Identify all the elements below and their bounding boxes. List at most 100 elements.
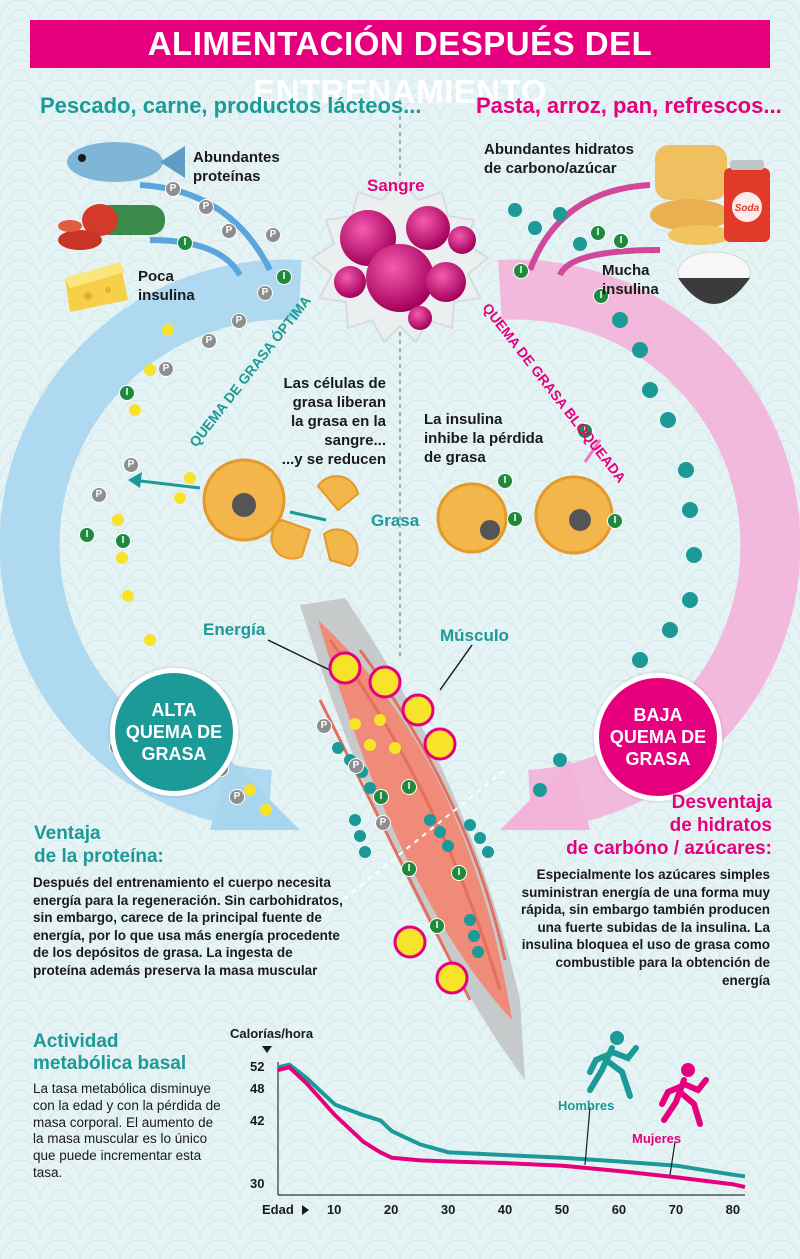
page-title: ALIMENTACIÓN DESPUÉS DEL ENTRENAMIENTO [30, 20, 770, 110]
fat-shrink-arrow [289, 510, 327, 522]
legend-mujeres: Mujeres [632, 1131, 682, 1146]
high-fat-burn-text: ALTA QUEMA DE GRASA [125, 700, 223, 764]
energy-bolts [328, 651, 469, 995]
protein-marker: P [201, 333, 217, 349]
legend-hombres: Hombres [558, 1098, 615, 1113]
carbs-disadvantage-heading: Desventaja de hidratos de carbóno / azúc… [566, 792, 772, 859]
protein-marker: P [165, 181, 181, 197]
fat-cell-left [202, 458, 286, 542]
rice-bowl-icon [677, 251, 751, 304]
x-tick-label: 50 [554, 1202, 570, 1217]
metabolic-heading: Actividad metabólica basal [33, 1031, 187, 1074]
chart-axes [262, 1046, 745, 1215]
carbs-disadvantage-text: Especialmente los azúcares simples sumin… [520, 867, 770, 988]
y-tick-label: 48 [250, 1080, 265, 1096]
insulin-marker: I [593, 288, 609, 304]
insulin-marker: I [429, 918, 445, 934]
protein-marker: P [348, 758, 364, 774]
yellow-dots [112, 324, 401, 816]
chart-plot [277, 1062, 746, 1189]
insulin-marker: I [276, 269, 292, 285]
insulin-marker: I [115, 533, 131, 549]
right-arc-arrowhead [500, 760, 590, 830]
insulin-marker: I [401, 779, 417, 795]
fish-icon [67, 142, 185, 182]
cheese-icon [65, 262, 128, 312]
protein-marker: P [221, 223, 237, 239]
y-tick-label: 42 [250, 1112, 265, 1128]
insulin-marker: I [451, 865, 467, 881]
insulin-arrow-left [149, 237, 243, 277]
high-insulin-label: Mucha insulina [602, 262, 659, 298]
protein-marker: P [158, 361, 174, 377]
x-tick-label: 80 [725, 1202, 741, 1217]
meat-icon [58, 204, 165, 250]
series-line-0 [277, 1062, 746, 1179]
blood-label: Sangre [367, 176, 425, 195]
insulin-marker: I [401, 861, 417, 877]
y-tick-label: 52 [250, 1059, 265, 1075]
soda-label: Soda [735, 203, 760, 214]
teal-dots [508, 203, 702, 797]
fat-cell-right-1 [436, 482, 508, 554]
insulin-marker: I [177, 235, 193, 251]
low-fat-burn-badge: BAJA QUEMA DE GRASA [594, 673, 722, 801]
carbs-arrow [527, 182, 651, 272]
x-tick-label: 60 [611, 1202, 627, 1217]
protein-marker: P [316, 718, 332, 734]
right-subtitle: Pasta, arroz, pan, refrescos... [476, 93, 782, 118]
mujeres-pointer [669, 1141, 676, 1176]
inhibit-arrow [583, 439, 602, 463]
low-insulin-label: Poca insulina [138, 268, 195, 304]
series-line-1 [277, 1065, 746, 1189]
glucose-chains [332, 742, 494, 958]
male-runner-icon [587, 1031, 639, 1099]
x-tick-label: 30 [440, 1202, 456, 1217]
bread-icon [650, 145, 732, 245]
insulin-marker: I [507, 511, 523, 527]
y-tick-label: 30 [250, 1176, 265, 1192]
insulin-marker: I [79, 527, 95, 543]
energy-label: Energía [203, 620, 266, 639]
protein-marker: P [91, 487, 107, 503]
protein-label: Abundantes proteínas [193, 149, 280, 185]
insulin-marker: I [577, 423, 593, 439]
insulin-marker: I [497, 473, 513, 489]
chart-xlabel: Edad [262, 1202, 294, 1217]
protein-marker: P [198, 199, 214, 215]
protein-marker: P [257, 285, 273, 301]
protein-advantage-heading: Ventaja de la proteína: [34, 823, 164, 867]
insulin-marker: I [590, 225, 606, 241]
metabolic-text: La tasa metabólica disminuye con la edad… [33, 1081, 221, 1180]
muscle-pointer [439, 644, 473, 691]
insulin-marker: I [607, 513, 623, 529]
insulin-inhibit-label: La insulina inhibe la pérdida de grasa [424, 411, 544, 466]
fat-out-arrow [131, 478, 201, 490]
protein-marker: P [265, 227, 281, 243]
protein-marker: P [231, 313, 247, 329]
left-arc-arrowhead [210, 760, 300, 830]
carbs-label: Abundantes hidratos de carbono/azúcar [484, 141, 635, 177]
low-fat-burn-text: BAJA QUEMA DE GRASA [609, 705, 707, 769]
x-tick-label: 10 [326, 1202, 342, 1217]
fat-fragments [270, 475, 360, 568]
chart-ylabel: Calorías/hora [230, 1026, 314, 1041]
fat-cell-right-2 [534, 475, 614, 555]
fat-label: Grasa [371, 511, 420, 530]
protein-marker: P [229, 789, 245, 805]
high-fat-burn-badge: ALTA QUEMA DE GRASA [110, 668, 238, 796]
insulin-marker: I [513, 263, 529, 279]
muscle-label: Músculo [440, 626, 509, 645]
protein-marker: P [375, 815, 391, 831]
protein-marker: P [123, 457, 139, 473]
fat-release-label: Las células de grasa liberan la grasa en… [281, 375, 386, 468]
x-tick-label: 70 [668, 1202, 684, 1217]
hombres-pointer [584, 1106, 591, 1166]
energy-pointer [267, 639, 341, 676]
insulin-marker: I [373, 789, 389, 805]
insulin-marker: I [613, 233, 629, 249]
protein-advantage-text: Después del entrenamiento el cuerpo nece… [33, 875, 343, 978]
insulin-arrow-right [557, 247, 661, 277]
insulin-marker: I [119, 385, 135, 401]
